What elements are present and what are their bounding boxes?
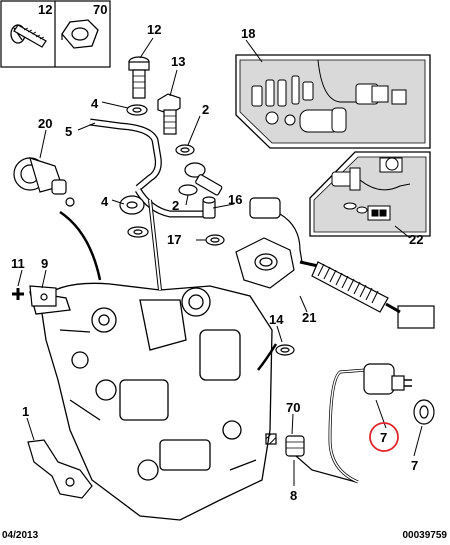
- callout-2-top: 2: [202, 102, 209, 117]
- nut-icon: [61, 19, 99, 49]
- washer-4-top: [126, 104, 148, 116]
- footer-doc-number: 00039759: [402, 530, 448, 541]
- callout-13: 14: [269, 312, 284, 327]
- screw-icon: [10, 24, 47, 48]
- callout-1: 1: [22, 404, 29, 419]
- callout-16: 16: [228, 192, 242, 207]
- callout-15: 13: [171, 54, 185, 69]
- stop-solenoid-20: [13, 157, 75, 207]
- washer-13: [275, 344, 295, 356]
- inset-label-12: 12: [38, 2, 52, 17]
- washer-2-lower: [178, 184, 198, 196]
- kit-box-18: [235, 54, 431, 149]
- lever-1: [27, 439, 93, 499]
- washer-17: [205, 234, 225, 246]
- adjuster-screw-9: [265, 433, 357, 483]
- washer-4-lower: [119, 195, 149, 238]
- screw-12: [12, 288, 24, 300]
- bolt-15: [157, 93, 181, 135]
- fuel-pipe-5: [89, 118, 205, 218]
- leader-lines: [17, 37, 423, 486]
- highlight-ring-7: [369, 422, 399, 452]
- callout-11: 9: [41, 256, 48, 271]
- sensor-7: [328, 363, 412, 484]
- washer-8: [413, 399, 435, 425]
- callout-14: 12: [147, 22, 161, 37]
- callout-labels: 12 13 4 5 2 20 4 2 16 17 18 22 21 11 9 1…: [11, 22, 423, 503]
- callout-5: 5: [65, 124, 72, 139]
- bleed-screw-16: [202, 196, 216, 219]
- callout-7: 7: [380, 430, 387, 445]
- footer-date: 04/2013: [2, 530, 39, 541]
- callout-9: 8: [290, 488, 297, 503]
- inset-box: 12 70: [0, 0, 111, 68]
- callout-18: 18: [241, 26, 255, 41]
- callout-20: 20: [38, 116, 52, 131]
- callout-4-top: 4: [91, 96, 99, 111]
- kit-box-22: [309, 151, 431, 237]
- callout-4-lower: 4: [101, 194, 109, 209]
- callout-22: 22: [409, 232, 423, 247]
- callout-70: 70: [286, 400, 300, 415]
- speed-sensor-21: [235, 197, 319, 289]
- bracket-11: [29, 285, 57, 307]
- callout-8: 7: [411, 458, 418, 473]
- inset-label-70: 70: [93, 2, 107, 17]
- callout-2-lower: 2: [172, 198, 179, 213]
- banjo-bolt-14: [128, 56, 150, 99]
- injection-pump-body: [29, 199, 273, 521]
- banjo-union: [184, 162, 223, 196]
- corrugated-sleeve: [311, 261, 435, 329]
- callout-17: 17: [167, 232, 181, 247]
- washer-2-upper: [175, 144, 195, 156]
- callout-21: 21: [302, 310, 316, 325]
- callout-12: 11: [11, 256, 25, 271]
